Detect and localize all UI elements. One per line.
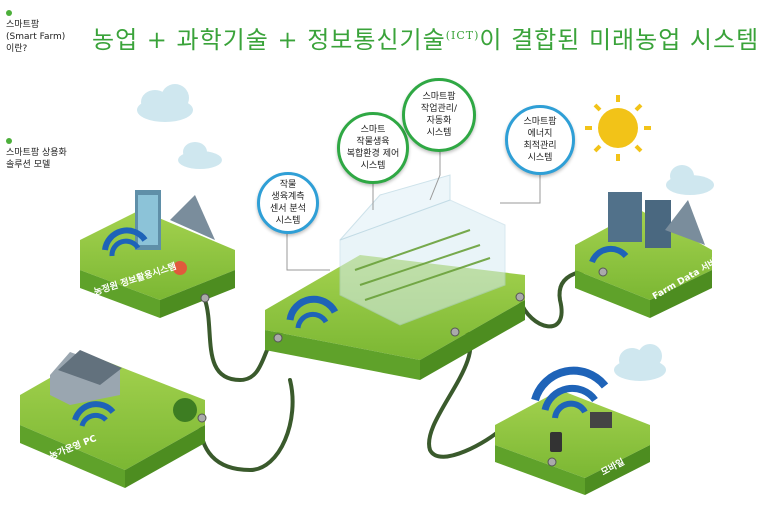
- cloud-icon: [614, 344, 666, 381]
- smartphone-icon: [550, 432, 562, 452]
- greenhouse-platform: [265, 174, 525, 380]
- bubble-work-automation: 스마트팜 작업관리/ 자동화 시스템: [402, 78, 476, 152]
- cloud-icon: [666, 165, 714, 195]
- server-platform: [575, 192, 712, 318]
- server-rack: [608, 192, 642, 242]
- bubble-env-control: 스마트 작물생육 복합환경 제어 시스템: [337, 112, 409, 184]
- farm-pc-platform: [20, 350, 207, 488]
- wifi-icon: [589, 245, 629, 264]
- model-line: 솔루션 모델: [6, 160, 51, 170]
- fountain: [173, 261, 187, 275]
- page-title: 농업 + 과학기술 + 정보통신기술(ICT)이 결합된 미래농업 시스템: [92, 20, 759, 55]
- sun-icon: [585, 95, 651, 161]
- cloud-icon: [178, 142, 222, 169]
- callout-lines: [286, 145, 541, 271]
- wifi-icon: [72, 401, 116, 422]
- tree: [173, 398, 197, 422]
- mobile-platform: [495, 366, 650, 495]
- intro-line: 이란?: [6, 44, 28, 54]
- intro-line: (Smart Farm): [6, 32, 66, 42]
- bullet-icon: [6, 10, 12, 16]
- bubble-energy-management: 스마트팜 에너지 최적관리 시스템: [505, 105, 575, 175]
- mountain: [170, 195, 215, 240]
- bullet-icon: [6, 138, 12, 144]
- laptop-icon: [590, 412, 612, 428]
- title-main: 농업 + 과학기술 + 정보통신기술: [92, 26, 446, 54]
- cable: [198, 378, 295, 473]
- wifi-icon: [286, 295, 339, 321]
- title-tail: 이 결합된 미래농업 시스템: [479, 26, 760, 54]
- wifi-icon: [102, 227, 148, 251]
- title-sup: (ICT): [445, 29, 480, 42]
- rda-platform: [80, 190, 235, 318]
- bubble-sensor-system: 작물 생육계측 센서 분석 시스템: [257, 172, 319, 234]
- solution-model-heading: 스마트팜 상용화 솔루션 모델: [6, 138, 67, 171]
- smart-farm-intro: 스마트팜 (Smart Farm) 이란?: [6, 10, 65, 55]
- cable: [427, 328, 502, 459]
- model-line: 스마트팜 상용화: [6, 148, 67, 158]
- intro-line: 스마트팜: [6, 20, 40, 30]
- wifi-icon: [531, 366, 609, 402]
- cloud-icon: [137, 84, 193, 122]
